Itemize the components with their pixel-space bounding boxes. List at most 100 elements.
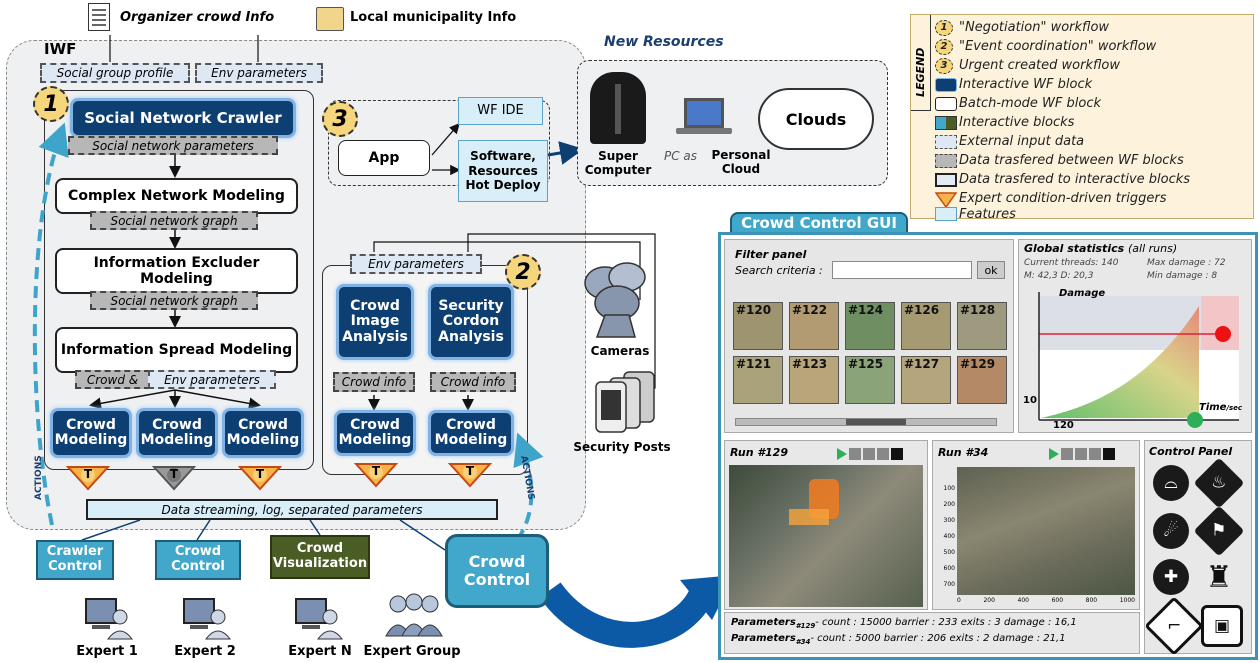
min-damage: Min damage : 8 bbox=[1147, 271, 1218, 281]
run-tile[interactable]: #123 bbox=[789, 356, 839, 404]
run-tile[interactable]: #122 bbox=[789, 302, 839, 350]
social-network-graph-data-1: Social network graph bbox=[90, 211, 258, 230]
parameters-34-row: Parameters#34- count : 5000 barrier : 20… bbox=[731, 633, 1066, 646]
trigger-label-5: T bbox=[465, 464, 475, 478]
tower-icon[interactable]: ♜ bbox=[1205, 559, 1233, 595]
bus-icon[interactable]: ▣ bbox=[1201, 605, 1243, 647]
x-tick-120: 120 bbox=[1053, 420, 1074, 431]
legend-item-6: Interactive blocks bbox=[959, 115, 1075, 130]
barrier-icon[interactable]: ⌓ bbox=[1153, 465, 1189, 501]
stop-icon[interactable] bbox=[1103, 448, 1115, 460]
laptop-icon bbox=[684, 98, 724, 128]
run-tile[interactable]: #128 bbox=[957, 302, 1007, 350]
crowd-modeling-block-4[interactable]: Crowd Modeling bbox=[334, 410, 416, 456]
trigger-label-3: T bbox=[255, 467, 265, 481]
laptop-base bbox=[676, 128, 732, 134]
legend-item-1: "Negotiation" workflow bbox=[959, 20, 1110, 35]
run-129-map[interactable] bbox=[729, 465, 923, 607]
gui-title-tab[interactable]: Crowd Control GUI bbox=[730, 212, 908, 234]
m-d-values: M: 42,3 D: 20,3 bbox=[1024, 271, 1094, 281]
crowd-control-main-button[interactable]: Crowd Control bbox=[445, 534, 549, 608]
env-parameters-input: Env parameters bbox=[195, 63, 323, 83]
crawler-control-button[interactable]: Crawler Control bbox=[36, 540, 114, 580]
time-axis-label: Time/sec bbox=[1199, 402, 1243, 413]
stop-icon[interactable] bbox=[891, 448, 903, 460]
scrollbar-thumb[interactable] bbox=[846, 419, 906, 425]
workflow1-badge: 1 bbox=[33, 86, 69, 122]
data-streaming-bar: Data streaming, log, separated parameter… bbox=[86, 499, 498, 520]
wf-ide-feature[interactable]: WF IDE bbox=[458, 97, 543, 125]
run-tile[interactable]: #121 bbox=[733, 356, 783, 404]
trigger-icon[interactable] bbox=[152, 465, 196, 491]
search-input[interactable] bbox=[832, 261, 972, 279]
ok-button[interactable]: ok bbox=[977, 261, 1005, 279]
gun-icon[interactable]: ⌐ bbox=[1144, 596, 1204, 656]
workflow3-frame bbox=[328, 100, 550, 186]
crowd-modeling-block-2[interactable]: Crowd Modeling bbox=[136, 408, 218, 458]
runner-icon[interactable]: ⚑ bbox=[1193, 505, 1245, 557]
crowd-modeling-block-5[interactable]: Crowd Modeling bbox=[428, 410, 514, 456]
trigger-icon[interactable] bbox=[238, 465, 282, 491]
crowd-control-button[interactable]: Crowd Control bbox=[155, 540, 241, 580]
search-criteria-label: Search criteria : bbox=[735, 264, 823, 277]
trigger-icon[interactable] bbox=[354, 462, 398, 488]
tiles-scrollbar[interactable] bbox=[735, 418, 997, 426]
app-block[interactable]: App bbox=[338, 140, 430, 176]
expert2-label: Expert 2 bbox=[174, 644, 236, 659]
information-excluder-modeling-block[interactable]: Information Excluder Modeling bbox=[55, 248, 298, 294]
expert-computer-icon bbox=[85, 598, 134, 640]
run-129-panel: Run #129 bbox=[724, 440, 928, 610]
iwf-title: IWF bbox=[44, 40, 77, 58]
workflow2-badge: 2 bbox=[505, 254, 541, 290]
security-cordon-analysis-block[interactable]: Security Cordon Analysis bbox=[428, 284, 514, 360]
damage-chart bbox=[1038, 292, 1239, 428]
legend-item-2: "Event coordination" workflow bbox=[959, 39, 1157, 54]
hot-deploy-feature[interactable]: Software, Resources Hot Deploy bbox=[458, 140, 548, 202]
run-tile[interactable]: #129 bbox=[957, 356, 1007, 404]
run-tile[interactable]: #127 bbox=[901, 356, 951, 404]
actions-label-left: ACTIONS bbox=[34, 455, 44, 500]
expert-group-label: Expert Group bbox=[363, 644, 461, 659]
run-tile[interactable]: #120 bbox=[733, 302, 783, 350]
env-parameters-wf2: Env parameters bbox=[350, 254, 482, 274]
run-tile[interactable]: #125 bbox=[845, 356, 895, 404]
folder-icon bbox=[316, 7, 344, 31]
parameters-panel: Parameters#129- count : 15000 barrier : … bbox=[724, 612, 1140, 654]
social-group-profile-input: Social group profile bbox=[40, 63, 190, 83]
organizer-info-label: Organizer crowd Info bbox=[120, 10, 275, 25]
social-network-crawler-block[interactable]: Social Network Crawler bbox=[70, 98, 296, 138]
play-icon[interactable] bbox=[1049, 448, 1059, 460]
run-129-title: Run #129 bbox=[730, 446, 788, 459]
cloud-icon: Clouds bbox=[758, 88, 874, 150]
crowd-visualization-button[interactable]: Crowd Visualization bbox=[270, 535, 370, 579]
crowd-modeling-block-3[interactable]: Crowd Modeling bbox=[222, 408, 304, 458]
crowd-image-analysis-block[interactable]: Crowd Image Analysis bbox=[336, 284, 414, 360]
fire-icon[interactable]: ♨ bbox=[1193, 457, 1245, 509]
legend-item-9: Data trasfered to interactive blocks bbox=[959, 172, 1191, 187]
global-stats-title: Global statistics (all runs) bbox=[1024, 242, 1178, 255]
trigger-icon[interactable] bbox=[448, 462, 492, 488]
expertn-label: Expert N bbox=[288, 644, 352, 659]
play-icon[interactable] bbox=[837, 448, 847, 460]
run-tile[interactable]: #126 bbox=[901, 302, 951, 350]
run-34-map[interactable] bbox=[957, 467, 1135, 595]
run-tile[interactable]: #124 bbox=[845, 302, 895, 350]
security-posts-label: Security Posts bbox=[573, 440, 671, 454]
current-threads: Current threads: 140 bbox=[1024, 258, 1119, 268]
legend-title: LEGEND bbox=[914, 47, 927, 97]
information-spread-modeling-block[interactable]: Information Spread Modeling bbox=[55, 327, 298, 373]
social-network-graph-data-2: Social network graph bbox=[90, 291, 258, 310]
camera-icon bbox=[584, 262, 646, 338]
trigger-label-2: T bbox=[169, 467, 179, 481]
expert-group-icon bbox=[385, 593, 443, 637]
crowd-modeling-block-1[interactable]: Crowd Modeling bbox=[50, 408, 132, 458]
complex-network-modeling-block[interactable]: Complex Network Modeling bbox=[55, 178, 298, 214]
max-damage: Max damage : 72 bbox=[1147, 258, 1226, 268]
medical-icon[interactable]: ✚ bbox=[1153, 559, 1189, 595]
legend-item-3: Urgent created workflow bbox=[959, 58, 1120, 73]
police-icon[interactable]: ☄ bbox=[1153, 513, 1189, 549]
trigger-icon[interactable] bbox=[66, 465, 110, 491]
global-stats-panel: Global statistics (all runs) Current thr… bbox=[1018, 239, 1252, 433]
